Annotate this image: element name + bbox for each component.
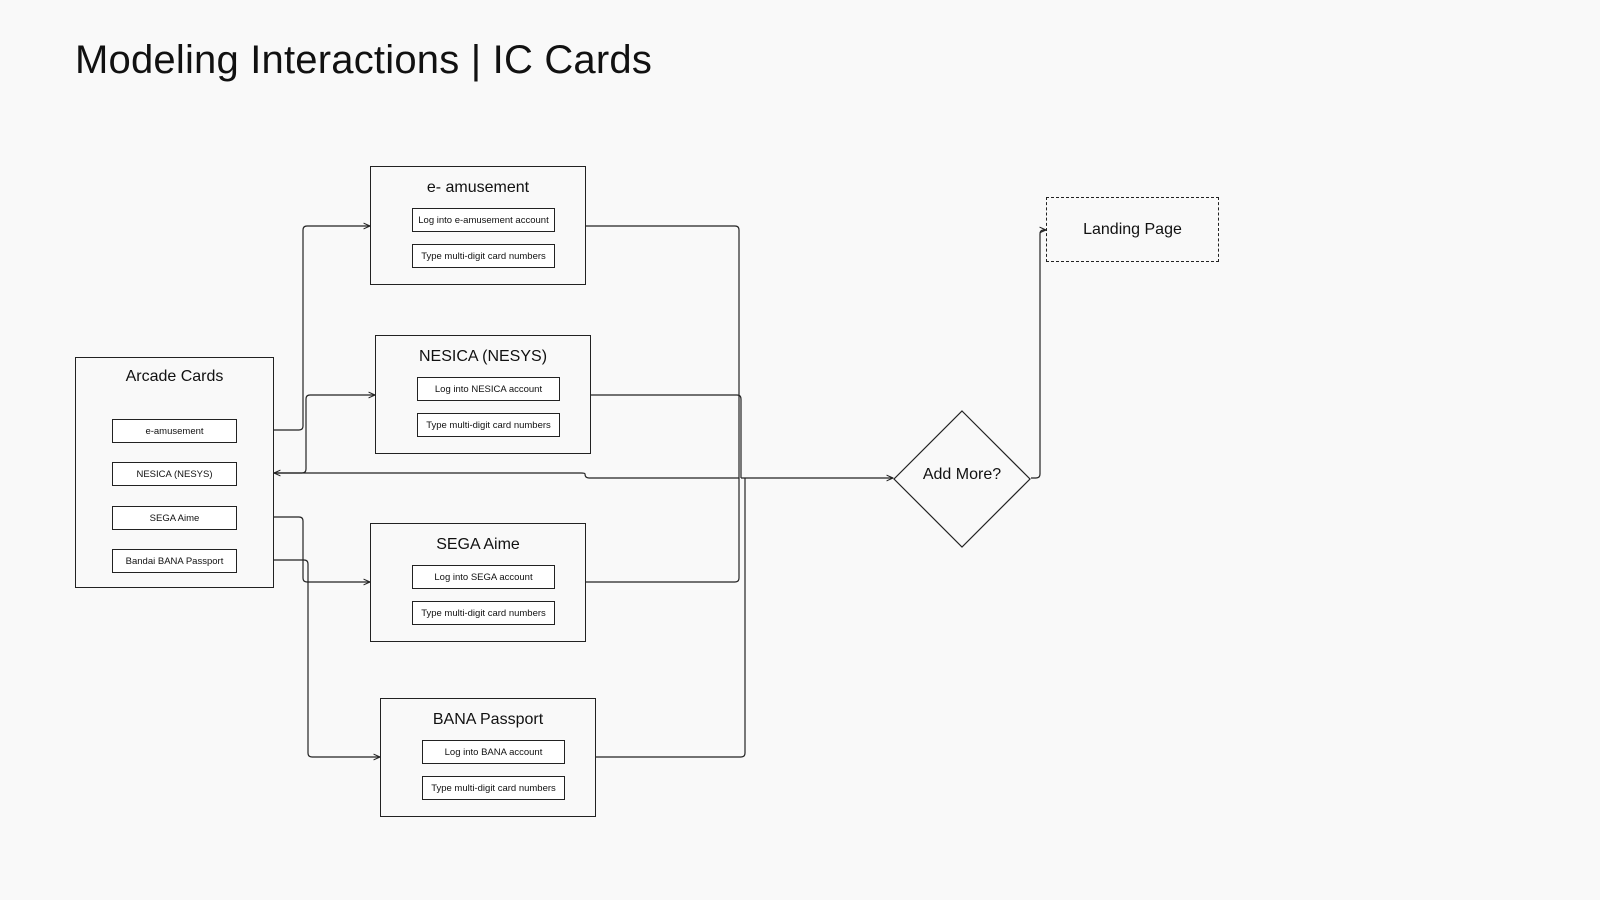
landing-page-box[interactable]: Landing Page xyxy=(1046,197,1219,262)
connector-loop-back xyxy=(274,473,739,479)
service-title-sega-aime: SEGA Aime xyxy=(436,536,520,553)
arcade-card-bana-passport[interactable]: Bandai BANA Passport xyxy=(112,549,237,573)
connector-bana xyxy=(236,559,380,757)
service-box-nesica[interactable]: NESICA (NESYS) Log into NESICA account T… xyxy=(375,335,591,454)
login-step-sega-aime[interactable]: Log into SEGA account xyxy=(412,565,555,589)
page-title: Modeling Interactions | IC Cards xyxy=(75,38,653,82)
connector-nesica xyxy=(274,395,375,474)
connector-nesica-out xyxy=(591,394,742,478)
add-more-decision[interactable] xyxy=(893,410,1031,548)
service-title-nesica: NESICA (NESYS) xyxy=(418,348,548,365)
arcade-cards-title: Arcade Cards xyxy=(125,368,224,385)
arcade-card-sega-aime[interactable]: SEGA Aime xyxy=(112,506,237,530)
service-title-bana-passport: BANA Passport xyxy=(432,711,544,728)
service-box-bana-passport[interactable]: BANA Passport Log into BANA account Type… xyxy=(380,698,596,817)
service-box-sega-aime[interactable]: SEGA Aime Log into SEGA account Type mul… xyxy=(370,523,586,642)
type-step-e-amusement[interactable]: Type multi-digit card numbers xyxy=(412,244,555,268)
add-more-label: Add More? xyxy=(922,466,1002,483)
connector-sega xyxy=(236,516,370,582)
arcade-card-nesica[interactable]: NESICA (NESYS) xyxy=(112,462,237,486)
type-step-nesica[interactable]: Type multi-digit card numbers xyxy=(417,413,560,437)
type-step-bana-passport[interactable]: Type multi-digit card numbers xyxy=(422,776,565,800)
arcade-card-e-amusement[interactable]: e-amusement xyxy=(112,419,237,443)
type-step-sega-aime[interactable]: Type multi-digit card numbers xyxy=(412,601,555,625)
landing-page-label: Landing Page xyxy=(1083,220,1182,238)
connector-sega-out xyxy=(586,478,740,583)
login-step-bana-passport[interactable]: Log into BANA account xyxy=(422,740,565,764)
service-box-e-amusement[interactable]: e- amusement Log into e-amusement accoun… xyxy=(370,166,586,285)
connector-e-amusement-out xyxy=(586,225,740,478)
arcade-cards-box[interactable]: Arcade Cards e-amusement NESICA (NESYS) … xyxy=(75,357,274,588)
connector-e-amusement xyxy=(236,226,370,431)
login-step-nesica[interactable]: Log into NESICA account xyxy=(417,377,560,401)
connector-to-landing xyxy=(1031,230,1046,479)
service-title-e-amusement: e- amusement xyxy=(426,179,530,196)
connector-bana-out xyxy=(596,478,746,758)
login-step-e-amusement[interactable]: Log into e-amusement account xyxy=(412,208,555,232)
